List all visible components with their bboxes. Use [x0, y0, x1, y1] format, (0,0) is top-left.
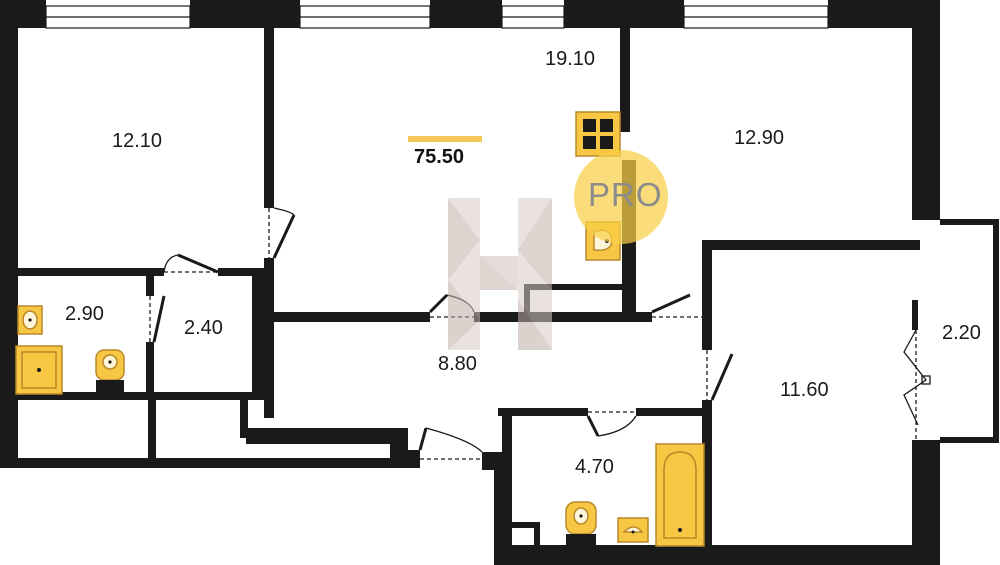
room-area-hallway: 8.80: [438, 353, 477, 375]
bathtub-icon: [655, 443, 705, 547]
stove-icon: [575, 111, 621, 157]
room-area-balcony: 2.20: [942, 322, 981, 344]
room-area-bathroom-small: 2.90: [65, 303, 104, 325]
room-area-closet: 2.40: [184, 317, 223, 339]
pro-badge-circle: [574, 150, 668, 244]
room-area-bedroom-left: 12.10: [112, 130, 163, 152]
interior-walls: [14, 28, 920, 550]
room-area-bedroom-right: 12.90: [734, 127, 785, 149]
room-area-bedroom-bottom: 11.60: [780, 379, 829, 401]
windows: [45, 5, 829, 29]
room-area-bathroom: 4.70: [575, 456, 614, 478]
toilet-icon: [565, 501, 597, 546]
outer-walls: [0, 0, 940, 565]
toilet-small-icon: [95, 349, 125, 394]
total-area-accent-bar: [408, 136, 482, 142]
logo-h-watermark: [448, 198, 552, 350]
total-area: 75.50: [414, 146, 465, 168]
fixtures: [15, 111, 705, 547]
pro-badge-text: PRO: [588, 176, 663, 213]
room-area-living: 19.10: [545, 48, 596, 70]
balcony-frame: [940, 219, 999, 443]
